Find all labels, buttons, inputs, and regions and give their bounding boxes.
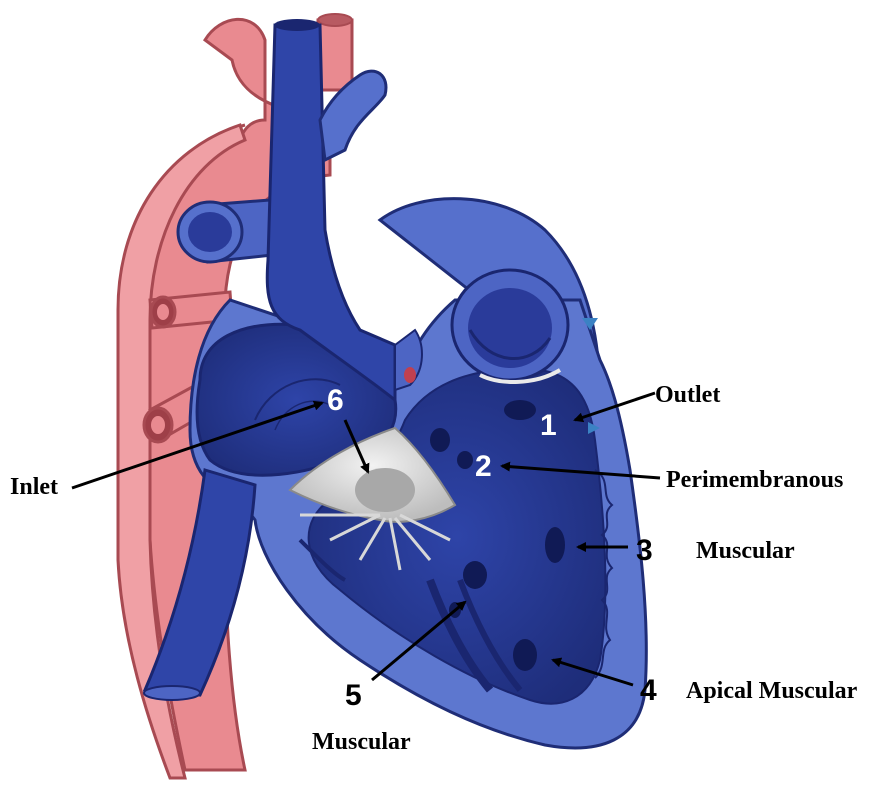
number-4: 4 xyxy=(640,674,657,707)
number-1: 1 xyxy=(540,409,557,442)
number-5: 5 xyxy=(345,679,362,712)
label-muscular-bottom: Muscular xyxy=(312,729,411,755)
pulmonary-vessel xyxy=(178,200,272,262)
label-apical-muscular: Apical Muscular xyxy=(686,678,858,704)
label-perimembranous: Perimembranous xyxy=(666,467,843,493)
number-2: 2 xyxy=(475,450,492,483)
number-6: 6 xyxy=(327,384,344,417)
label-muscular-right: Muscular xyxy=(696,538,795,564)
label-outlet: Outlet xyxy=(655,382,720,408)
label-inlet: Inlet xyxy=(10,474,58,500)
pulmonary-valve xyxy=(452,270,568,382)
number-3: 3 xyxy=(636,534,653,567)
